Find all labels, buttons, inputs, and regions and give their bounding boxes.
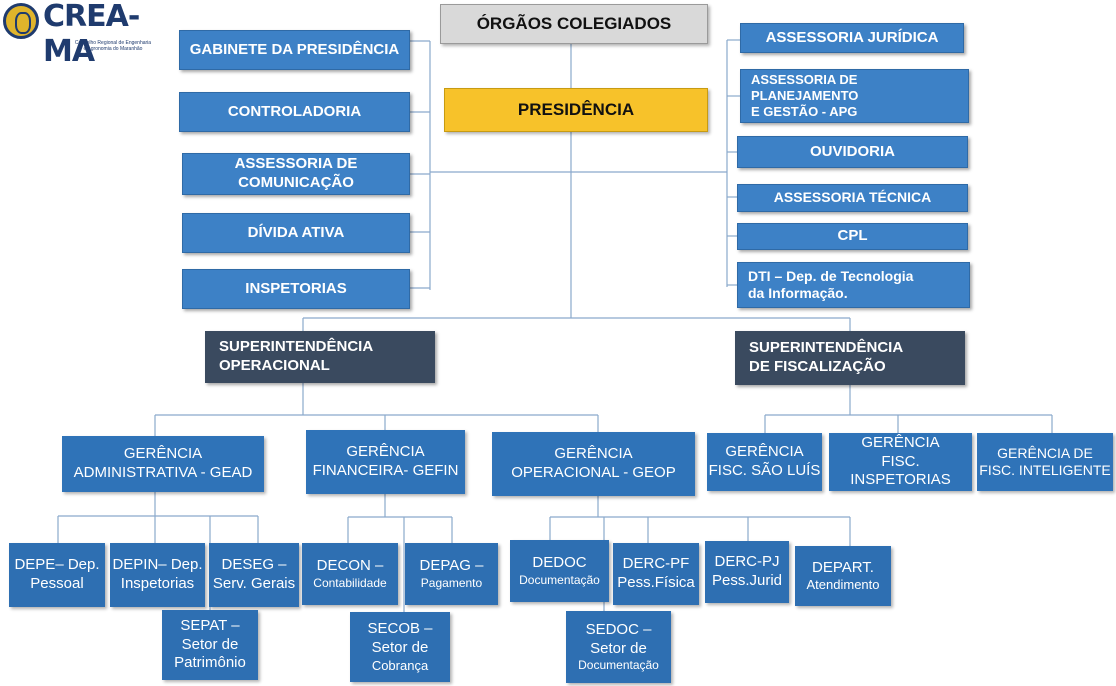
depin-label: DEPIN– Dep. Inspetorias — [112, 556, 203, 592]
depart-subtitle: Atendimento — [806, 577, 880, 593]
derc-pj-box: DERC-PJ Pess.Jurid — [705, 541, 789, 603]
gerencia-fisc-sao-luis-box: GERÊNCIA FISC. SÃO LUÍS — [707, 433, 822, 491]
sedoc-subtitle: Documentação — [578, 658, 659, 673]
assessoria-juridica-box: ASSESSORIA JURÍDICA — [740, 23, 964, 53]
ouvidoria-box: OUVIDORIA — [737, 136, 968, 168]
sepat-label: SEPAT – Setor de Patrimônio — [174, 616, 246, 672]
ouvidoria-label: OUVIDORIA — [809, 142, 895, 160]
logo-subtitle: Conselho Regional de Engenharia e Agrono… — [74, 40, 152, 52]
depart-box: DEPART. Atendimento — [795, 546, 891, 606]
presidencia-label: PRESIDÊNCIA — [517, 100, 635, 120]
logo-brand: CREA-MA — [43, 0, 140, 69]
gerencia-financeira-box: GERÊNCIA FINANCEIRA- GEFIN — [306, 430, 465, 494]
secob-subtitle: Cobrança — [371, 657, 429, 673]
sepat-box: SEPAT – Setor de Patrimônio — [162, 610, 258, 680]
derc-pf-box: DERC-PF Pess.Física — [613, 543, 699, 605]
derc-pf-label: DERC-PF Pess.Física — [617, 555, 695, 591]
inspetorias-box: INSPETORIAS — [182, 269, 410, 309]
controladoria-box: CONTROLADORIA — [179, 92, 410, 132]
controladoria-label: CONTROLADORIA — [227, 102, 362, 120]
secob-title: SECOB – Setor de — [367, 620, 433, 656]
dedoc-subtitle: Documentação — [519, 572, 600, 587]
assessoria-planejamento-label: ASSESSORIA DE PLANEJAMENTO E GESTÃO - AP… — [751, 71, 859, 120]
gerencia-fisc-inteligente-label: GERÊNCIA DE FISC. INTELIGENTE — [979, 444, 1111, 479]
gerencia-operacional-box: GERÊNCIA OPERACIONAL - GEOP — [492, 432, 695, 496]
decon-box: DECON – Contabilidade — [302, 543, 398, 605]
seal-icon — [3, 3, 39, 39]
gabinete-presidencia-box: GABINETE DA PRESIDÊNCIA — [179, 30, 410, 70]
depag-box: DEPAG – Pagamento — [405, 543, 498, 605]
gerencia-fisc-inspetorias-label: GERÊNCIA FISC. INSPETORIAS — [850, 433, 951, 489]
gerencia-fisc-inteligente-box: GERÊNCIA DE FISC. INTELIGENTE — [977, 433, 1113, 491]
gerencia-administrativa-label: GERÊNCIA ADMINISTRATIVA - GEAD — [73, 445, 253, 481]
cpl-label: CPL — [837, 227, 868, 245]
depin-box: DEPIN– Dep. Inspetorias — [110, 543, 205, 607]
gabinete-presidencia-label: GABINETE DA PRESIDÊNCIA — [189, 40, 400, 58]
assessoria-comunicacao-label: ASSESSORIA DE COMUNICAÇÃO — [234, 155, 358, 191]
assessoria-tecnica-box: ASSESSORIA TÉCNICA — [737, 184, 968, 212]
superintendencia-fiscalizacao-label: SUPERINTENDÊNCIA DE FISCALIZAÇÃO — [749, 339, 904, 375]
orgaos-colegiados-box: ÓRGÃOS COLEGIADOS — [440, 4, 708, 44]
sedoc-title: SEDOC – Setor de — [585, 620, 652, 657]
superintendencia-operacional-box: SUPERINTENDÊNCIA OPERACIONAL — [205, 331, 435, 383]
crea-ma-logo: CREA-MA Conselho Regional de Engenharia … — [3, 0, 173, 69]
deseg-box: DESEG – Serv. Gerais — [209, 543, 299, 607]
sedoc-box: SEDOC – Setor de Documentação — [566, 611, 671, 683]
cpl-box: CPL — [737, 223, 968, 250]
derc-pj-label: DERC-PJ Pess.Jurid — [711, 553, 783, 589]
depart-title: DEPART. — [812, 558, 874, 576]
superintendencia-operacional-label: SUPERINTENDÊNCIA OPERACIONAL — [219, 338, 374, 374]
dti-box: DTI – Dep. de Tecnologia da Informação. — [737, 262, 970, 308]
depag-subtitle: Pagamento — [420, 575, 483, 590]
secob-box: SECOB – Setor de Cobrança — [350, 612, 450, 682]
assessoria-tecnica-label: ASSESSORIA TÉCNICA — [773, 189, 932, 206]
assessoria-comunicacao-box: ASSESSORIA DE COMUNICAÇÃO — [182, 153, 410, 195]
dti-label: DTI – Dep. de Tecnologia da Informação. — [748, 267, 914, 302]
superintendencia-fiscalizacao-box: SUPERINTENDÊNCIA DE FISCALIZAÇÃO — [735, 331, 965, 385]
gerencia-fisc-sao-luis-label: GERÊNCIA FISC. SÃO LUÍS — [708, 443, 821, 479]
dedoc-title: DEDOC — [532, 554, 587, 572]
depe-box: DEPE– Dep. Pessoal — [9, 543, 105, 607]
gerencia-administrativa-box: GERÊNCIA ADMINISTRATIVA - GEAD — [62, 436, 264, 492]
gerencia-fisc-inspetorias-box: GERÊNCIA FISC. INSPETORIAS — [829, 433, 972, 491]
dedoc-box: DEDOC Documentação — [510, 540, 609, 602]
depe-label: DEPE– Dep. Pessoal — [14, 556, 100, 592]
assessoria-juridica-label: ASSESSORIA JURÍDICA — [765, 28, 939, 46]
assessoria-planejamento-box: ASSESSORIA DE PLANEJAMENTO E GESTÃO - AP… — [740, 69, 969, 123]
divida-ativa-label: DÍVIDA ATIVA — [247, 223, 345, 241]
gerencia-operacional-label: GERÊNCIA OPERACIONAL - GEOP — [511, 445, 676, 481]
presidencia-box: PRESIDÊNCIA — [444, 88, 708, 132]
gerencia-financeira-label: GERÊNCIA FINANCEIRA- GEFIN — [312, 443, 459, 479]
orgaos-colegiados-label: ÓRGÃOS COLEGIADOS — [476, 14, 672, 34]
deseg-label: DESEG – Serv. Gerais — [212, 556, 296, 592]
decon-title: DECON – — [316, 557, 384, 575]
decon-subtitle: Contabilidade — [313, 575, 387, 590]
depag-title: DEPAG – — [419, 557, 484, 575]
divida-ativa-box: DÍVIDA ATIVA — [182, 213, 410, 253]
inspetorias-label: INSPETORIAS — [245, 279, 347, 297]
